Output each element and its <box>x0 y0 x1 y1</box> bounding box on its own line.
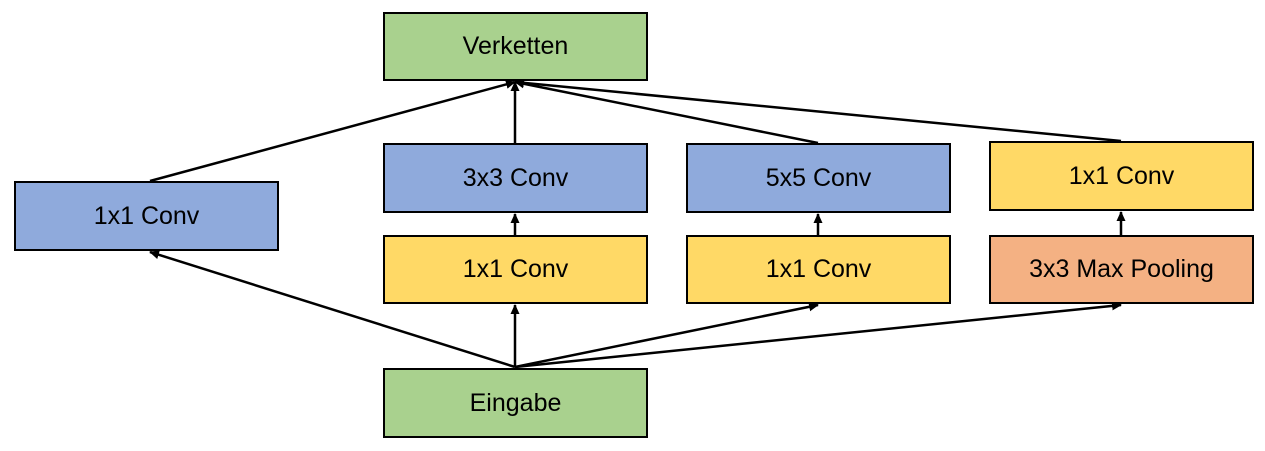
concat-node: Verketten <box>383 12 648 81</box>
branch4-conv1x1-node: 1x1 Conv <box>989 141 1254 211</box>
edge-input-to-branch1-conv1x1 <box>149 250 516 369</box>
edge-input-to-branch3-reduce1x1 <box>514 302 819 369</box>
input-node: Eingabe <box>383 368 648 438</box>
branch1-conv1x1-node: 1x1 Conv <box>14 181 279 251</box>
branch3-reduce1x1-node: 1x1 Conv <box>686 235 951 304</box>
branch4-maxpool-node: 3x3 Max Pooling <box>989 235 1254 304</box>
edge-branch4-conv1x1-to-concat <box>514 78 1122 143</box>
edge-input-to-branch4-maxpool <box>514 301 1122 369</box>
branch2-conv3x3-node: 3x3 Conv <box>383 143 648 213</box>
branch3-conv5x5-node: 5x5 Conv <box>686 143 951 213</box>
edge-branch3-conv5x5-to-concat <box>514 79 819 145</box>
branch2-reduce1x1-node: 1x1 Conv <box>383 235 648 304</box>
edge-branch1-conv1x1-to-concat <box>149 80 516 183</box>
